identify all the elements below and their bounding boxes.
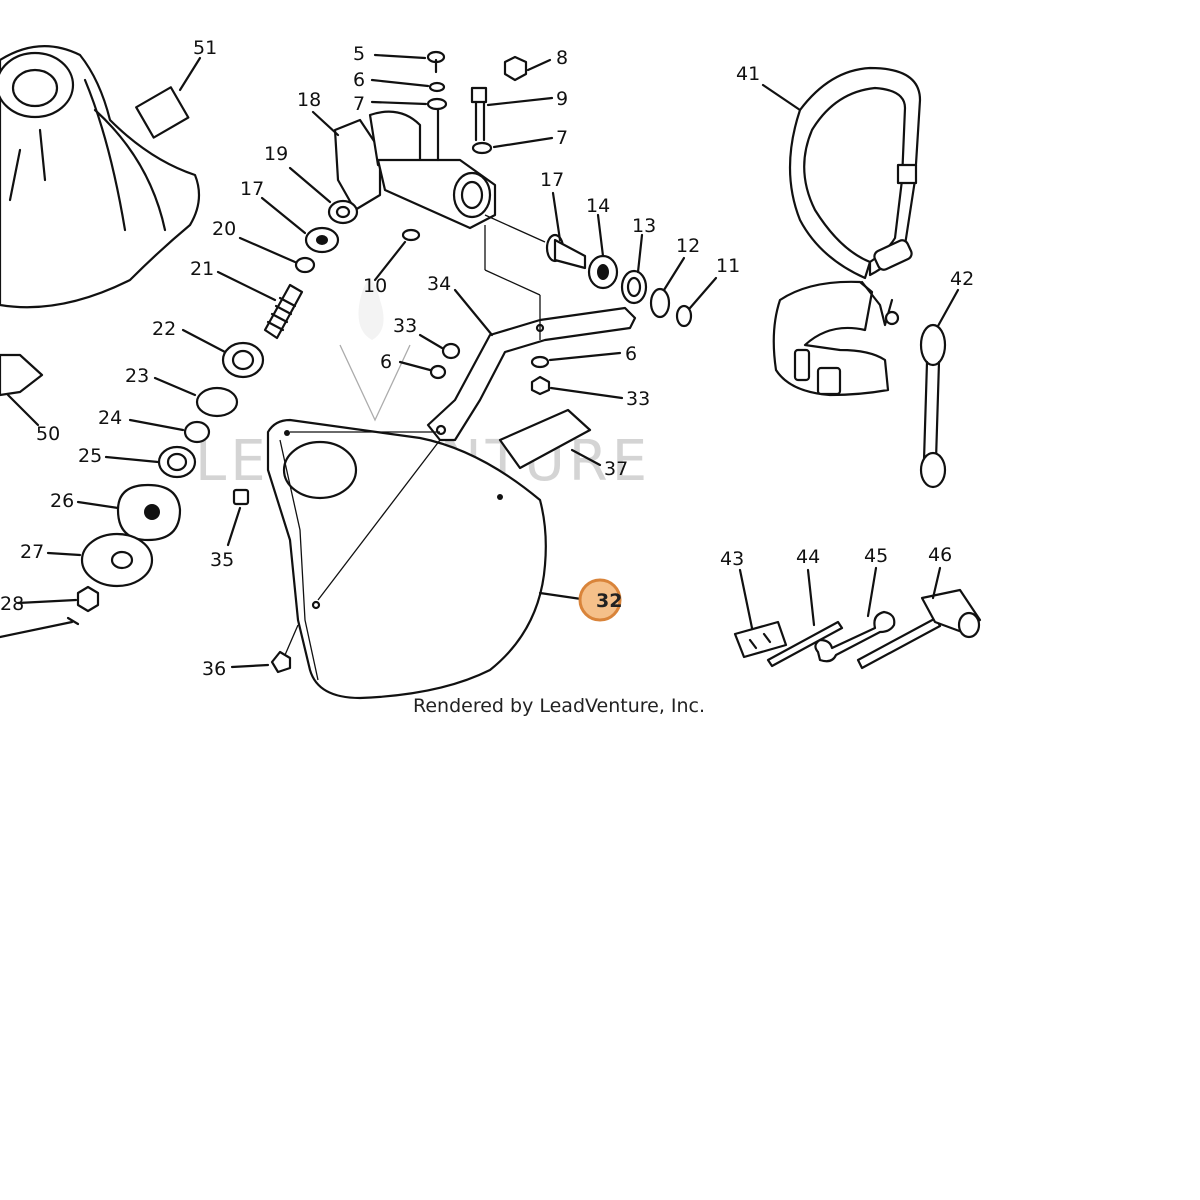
label-17b: 17 — [540, 169, 564, 191]
bolt-9 — [470, 86, 488, 142]
washer-6b — [429, 364, 447, 380]
bearing-25 — [157, 445, 197, 479]
label-36: 36 — [202, 658, 226, 680]
label-7a: 7 — [353, 93, 365, 115]
plate-27 — [80, 532, 154, 588]
nut-8 — [503, 55, 528, 82]
label-13: 13 — [632, 215, 656, 237]
label-35: 35 — [210, 549, 234, 571]
gear-17a — [304, 226, 340, 254]
label-26: 26 — [50, 490, 74, 512]
label-20: 20 — [212, 218, 236, 240]
label-41: 41 — [736, 63, 760, 85]
nut-33a — [441, 342, 461, 360]
shaft-21 — [263, 283, 304, 340]
label-8: 8 — [556, 47, 568, 69]
label-7b: 7 — [556, 127, 568, 149]
collar-24 — [183, 420, 211, 444]
label-33a: 33 — [393, 315, 417, 337]
hanger-42 — [919, 323, 947, 489]
label-51: 51 — [193, 37, 217, 59]
tool-bag-43 — [733, 620, 788, 659]
label-46: 46 — [928, 544, 952, 566]
guard-32 — [266, 418, 547, 700]
nut-28 — [76, 585, 100, 613]
label-50: 50 — [36, 423, 60, 445]
circlip-23 — [195, 386, 239, 418]
gear-17b — [545, 233, 587, 270]
bearing-22 — [221, 341, 265, 379]
washer-6 — [428, 81, 446, 93]
watermark-logo — [339, 280, 411, 422]
decal-51 — [135, 86, 190, 139]
housing-illustration — [0, 45, 201, 309]
bolt-35 — [232, 488, 250, 506]
decal-50 — [0, 353, 44, 397]
harness-41 — [772, 66, 922, 397]
ring-20 — [294, 256, 316, 274]
label-21: 21 — [190, 258, 214, 280]
label-5: 5 — [353, 43, 365, 65]
hotspot-part-32[interactable]: 32 — [578, 578, 622, 622]
circlip-12 — [649, 287, 671, 319]
label-9: 9 — [556, 88, 568, 110]
label-28: 28 — [0, 593, 24, 615]
nut-33b — [530, 375, 551, 396]
washer-10 — [401, 228, 421, 242]
holder-26 — [116, 483, 182, 542]
washer-6c — [530, 355, 550, 369]
bearing-14 — [587, 254, 619, 290]
label-42: 42 — [950, 268, 974, 290]
label-25: 25 — [78, 445, 102, 467]
label-23: 23 — [125, 365, 149, 387]
bracket-34 — [426, 306, 637, 442]
label-32: 32 — [596, 590, 622, 612]
bolt-36 — [270, 650, 292, 674]
label-24: 24 — [98, 407, 122, 429]
label-14: 14 — [586, 195, 610, 217]
label-18: 18 — [297, 89, 321, 111]
label-27: 27 — [20, 541, 44, 563]
label-43: 43 — [720, 548, 744, 570]
label-37: 37 — [604, 458, 628, 480]
gear-case-18 — [333, 108, 497, 230]
label-6c: 6 — [625, 343, 637, 365]
label-34: 34 — [427, 273, 451, 295]
bearing-19 — [327, 199, 359, 225]
label-17a: 17 — [240, 178, 264, 200]
label-11: 11 — [716, 255, 740, 277]
label-6a: 6 — [353, 69, 365, 91]
credit-text: Rendered by LeadVenture, Inc. — [413, 695, 705, 717]
plug-wrench-46 — [856, 588, 982, 670]
bolt-5 — [426, 50, 446, 74]
label-44: 44 — [796, 546, 820, 568]
ring-11 — [675, 304, 693, 328]
wrench-45 — [814, 610, 896, 663]
decal-37 — [498, 408, 592, 470]
washer-7 — [426, 97, 448, 111]
label-12: 12 — [676, 235, 700, 257]
label-45: 45 — [864, 545, 888, 567]
washer-7b — [471, 141, 493, 155]
label-22: 22 — [152, 318, 176, 340]
rod-44 — [766, 620, 844, 668]
seal-13 — [620, 269, 648, 305]
label-6b: 6 — [380, 351, 392, 373]
label-33b: 33 — [626, 388, 650, 410]
label-19: 19 — [264, 143, 288, 165]
label-10: 10 — [363, 275, 387, 297]
